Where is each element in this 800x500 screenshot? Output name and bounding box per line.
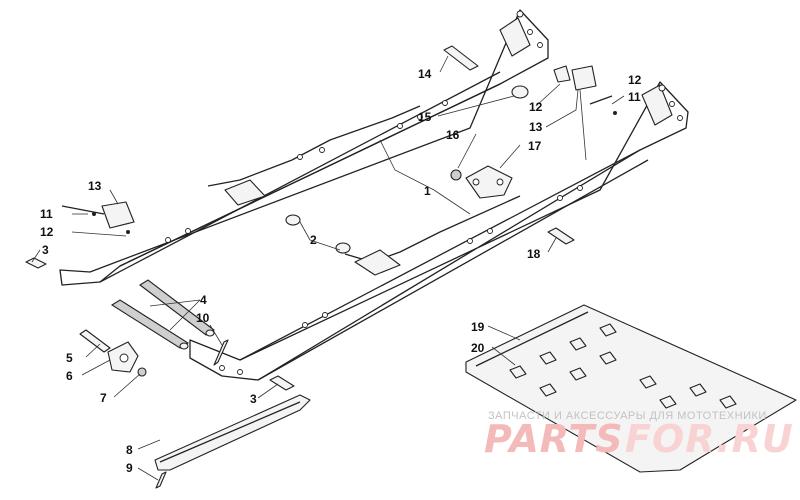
callout-10: 10 [196,311,210,325]
watermark-brand-left: PARTS [484,417,624,461]
wear-strip [154,394,311,471]
callout-13-left: 13 [88,179,102,193]
callout-17: 17 [528,139,542,153]
callout-2: 2 [310,233,317,247]
callout-20: 20 [471,341,485,355]
callout-12-right-mid: 12 [529,100,543,114]
callout-5: 5 [66,351,73,365]
callout-11-left: 11 [40,207,53,221]
callout-6: 6 [66,369,73,383]
callout-8: 8 [126,443,133,457]
near-slide-rail [189,81,689,381]
adjuster-block-left [61,201,135,234]
watermark-tagline: ЗАПЧАСТИ И АКСЕССУАРЫ ДЛЯ МОТОТЕХНИКИ [488,410,767,422]
callout-15: 15 [418,110,432,124]
callout-12-right-top: 12 [628,73,642,87]
bushing-15 [511,85,529,99]
washer-2-a [285,214,301,226]
cross-shaft [110,279,215,350]
callout-13-right: 13 [529,120,543,134]
callout-1: 1 [424,184,431,198]
track-clips [509,323,737,409]
leader-lines [31,55,625,481]
watermark-brand-right: FOR.RU [625,417,794,461]
bolt-5 [79,329,111,353]
callout-7: 7 [100,391,107,405]
callout-19: 19 [471,320,485,334]
callout-14: 14 [418,67,432,81]
bolt-3-left [25,257,47,269]
far-slide-rail [59,9,549,286]
screw-9 [155,471,167,489]
callout-3-left: 3 [42,243,49,257]
bolt-14 [443,45,479,71]
callout-4: 4 [200,293,207,307]
callout-18: 18 [527,247,541,261]
callout-labels: 1 2 3 3 4 5 6 7 8 9 10 11 11 12 12 12 13… [40,67,642,475]
callout-11-right: 11 [628,90,641,104]
rear-axle-bracket [107,341,139,373]
callout-3-lower: 3 [250,392,257,406]
callout-12-left: 12 [40,225,54,239]
watermark: ЗАПЧАСТИ И АКСЕССУАРЫ ДЛЯ МОТОТЕХНИКИ PA… [484,410,794,461]
nut-16 [450,169,462,181]
washer-2-b [335,242,351,254]
pin-10 [213,339,229,366]
callout-9: 9 [126,461,133,475]
callout-16: 16 [446,128,460,142]
drive-track [465,304,797,473]
bolt-18 [547,227,575,245]
bolt-3-lower [269,375,295,391]
adjuster-block-right [553,65,617,115]
torque-arm-bracket-17 [465,165,513,199]
